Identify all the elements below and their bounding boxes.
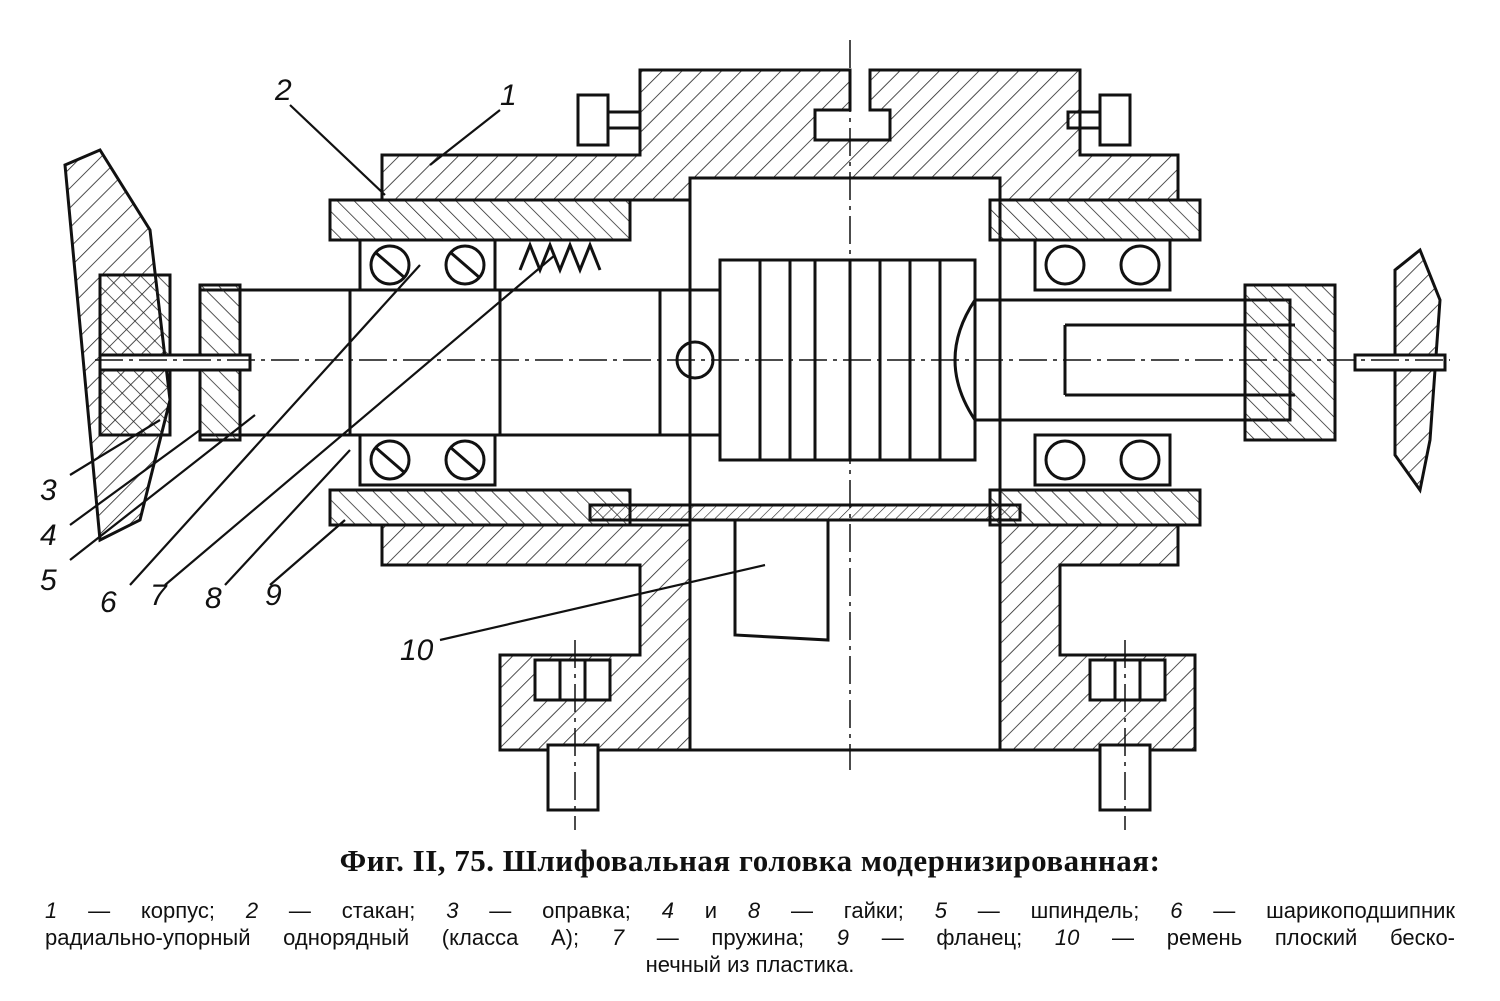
callout-7: 7	[150, 579, 168, 612]
callout-1: 1	[500, 79, 517, 112]
belt	[733, 518, 830, 642]
callout-6: 6	[100, 586, 117, 619]
legend-number: 9	[836, 925, 850, 950]
bearing-right-top	[1033, 238, 1172, 292]
legend-number: 3	[446, 898, 459, 923]
spring	[518, 240, 602, 275]
legend-number: 8	[747, 898, 761, 923]
sleeve-lower	[328, 488, 632, 527]
sleeve-upper	[328, 198, 632, 242]
bearing-right-bottom	[1033, 433, 1172, 487]
sleeve-right-upper	[988, 198, 1202, 242]
legend-text: — корпус;	[57, 898, 246, 923]
housing-upper	[380, 68, 1180, 202]
bolt-top-right	[1066, 93, 1132, 147]
callout-10: 10	[400, 634, 434, 667]
legend-text: и	[673, 898, 748, 923]
callout-4: 4	[40, 519, 57, 552]
callout-8: 8	[205, 582, 222, 615]
figure-title: Фиг. II, 75. Шлифовальная головка модерн…	[339, 843, 1161, 878]
legend-line-2: радиально-упорный однорядный (класса А);…	[45, 924, 1455, 951]
legend-text: — шпиндель;	[946, 898, 1171, 923]
spindle	[348, 288, 722, 437]
legend-text: — фланец;	[849, 925, 1055, 950]
legend-text: — оправка;	[458, 898, 662, 923]
legend-text: — гайки;	[760, 898, 935, 923]
legend-number: 6	[1170, 898, 1183, 923]
legend-number: 5	[934, 898, 947, 923]
sleeve-right-lower	[988, 488, 1202, 527]
nut-right	[1243, 283, 1337, 442]
legend-number: 10	[1054, 925, 1080, 950]
legend-text: — ремень плоский беско-	[1079, 925, 1455, 950]
nut-bottom-left	[533, 658, 612, 702]
grinding-head-section-drawing: 1 2 3 4 5 6 7 8 9 10	[40, 40, 1450, 830]
housing-core	[688, 200, 1002, 752]
legend-number: 4	[661, 898, 674, 923]
legend-text: нечный из пластика.	[645, 952, 855, 977]
spindle-right	[953, 298, 1292, 422]
legend-line-1: 1 — корпус; 2 — стакан; 3 — оправка; 4 и…	[45, 897, 1455, 924]
legend-text: — пружина;	[624, 925, 837, 950]
callout-2: 2	[274, 74, 292, 107]
callout-5: 5	[40, 564, 57, 597]
callout-3: 3	[40, 474, 57, 507]
nut-bottom-right	[1088, 658, 1167, 702]
legend-number: 2	[245, 898, 259, 923]
stud-bottom-left	[546, 743, 600, 812]
bearing-left-bottom	[358, 433, 497, 487]
figure-legend: 1 — корпус; 2 — стакан; 3 — оправка; 4 и…	[45, 897, 1455, 978]
legend-number: 1	[45, 898, 58, 923]
legend-line-3: нечный из пластика.	[45, 951, 1455, 978]
bearing-left-top	[358, 238, 497, 292]
callout-9: 9	[265, 579, 282, 612]
housing-lower-right	[998, 523, 1197, 752]
legend-text: — шарикоподшипник	[1182, 898, 1456, 923]
legend-text: радиально-упорный однорядный (класса А);	[45, 925, 612, 950]
bolt-top-left	[576, 93, 642, 147]
legend-number: 7	[611, 925, 625, 950]
legend-text: — стакан;	[258, 898, 447, 923]
belt-guard	[588, 503, 1022, 522]
